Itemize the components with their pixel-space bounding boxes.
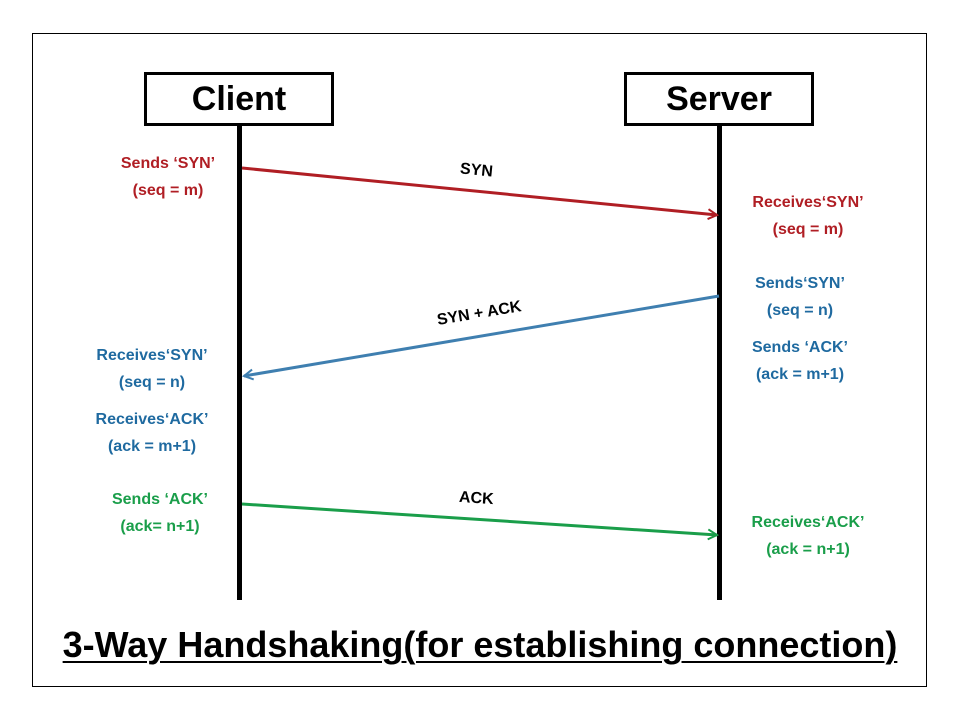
note-line: Sends ‘SYN’ <box>120 155 216 172</box>
client-sends-syn-note: Sends ‘SYN’ (seq = m) <box>83 150 253 204</box>
diagram-frame <box>32 33 927 687</box>
ack-arrow <box>241 502 717 535</box>
client-lifeline <box>237 126 242 600</box>
note-line: (ack = m+1) <box>107 438 197 455</box>
note-line: (seq = n) <box>766 302 834 319</box>
server-receives-syn-note: Receives‘SYN’ (seq = m) <box>723 189 893 243</box>
diagram-title: 3-Way Handshaking(for establishing conne… <box>62 624 898 665</box>
note-line: Receives‘ACK’ <box>751 514 865 531</box>
ack-label: ACK <box>458 489 494 508</box>
note-line: (ack = n+1) <box>766 541 850 558</box>
client-box: Client <box>144 72 334 126</box>
syn-arrow <box>241 166 717 215</box>
note-line: Receives‘SYN’ <box>96 347 208 364</box>
syn-ack-arrow <box>244 294 720 376</box>
syn-label: SYN <box>459 160 493 180</box>
note-line: Sends ‘ACK’ <box>751 339 848 356</box>
server-sends-syn-note: Sends‘SYN’ (seq = n) <box>715 270 885 324</box>
note-line: Receives‘SYN’ <box>752 194 864 211</box>
note-line: Receives‘ACK’ <box>95 411 209 428</box>
syn-ack-label: SYN + ACK <box>436 298 523 329</box>
server-sends-ack-note: Sends ‘ACK’ (ack = m+1) <box>715 334 885 388</box>
note-line: Sends ‘ACK’ <box>111 491 208 508</box>
note-line: (seq = m) <box>132 182 204 199</box>
note-line: Sends‘SYN’ <box>755 275 845 292</box>
note-line: (ack= n+1) <box>120 518 200 535</box>
server-receives-ack-note: Receives‘ACK’ (ack = n+1) <box>723 509 893 563</box>
note-line: (ack = m+1) <box>755 366 845 383</box>
client-receives-ack-note: Receives‘ACK’ (ack = m+1) <box>67 406 237 460</box>
server-box: Server <box>624 72 814 126</box>
client-receives-syn-note: Receives‘SYN’ (seq = n) <box>67 342 237 396</box>
note-line: (seq = m) <box>772 221 844 238</box>
note-line: (seq = n) <box>118 374 186 391</box>
client-sends-ack-note: Sends ‘ACK’ (ack= n+1) <box>75 486 245 540</box>
server-lifeline <box>717 126 722 600</box>
